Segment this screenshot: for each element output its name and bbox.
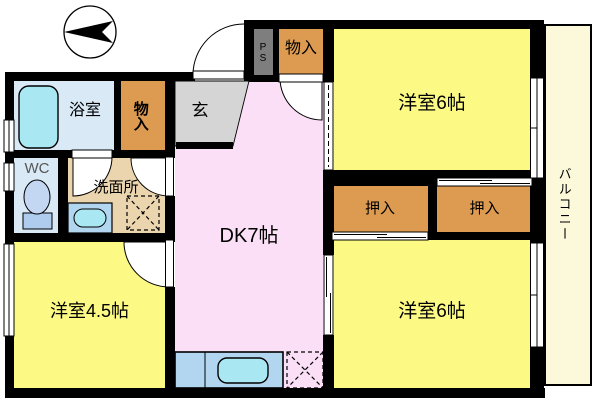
washing-machine-space <box>126 195 160 231</box>
wall-below-wc-row <box>5 233 175 242</box>
wall-closet-left-top <box>332 178 437 186</box>
room-label-washroom: 洗面所 <box>93 179 139 196</box>
wall-main-vert-a <box>165 72 175 158</box>
room-label-wc: WC <box>24 160 50 177</box>
storage-label-entry: 物入 <box>284 40 317 57</box>
closet-right-sliding-door <box>436 177 533 187</box>
storage-label-closet-right: 押入 <box>469 200 500 217</box>
storage-label-closet-left: 押入 <box>364 200 395 217</box>
wall-dk-right-top <box>323 20 334 82</box>
north-arrow-icon <box>63 5 117 59</box>
wall-main-vert-c <box>165 287 175 388</box>
storage-entry-door <box>278 73 324 121</box>
wall-closet-right-bot <box>428 232 532 240</box>
storage-label-hall: 物入 <box>131 101 149 131</box>
genkan-floor <box>174 80 250 149</box>
bath-door <box>71 149 113 197</box>
wall-ps-storage <box>273 29 279 75</box>
entrance-door <box>192 23 245 80</box>
pipe-space-label: PS <box>257 42 269 64</box>
room-west-bottom-area <box>334 240 530 388</box>
washbasin <box>67 202 113 234</box>
washroom-door <box>130 156 174 197</box>
storage-hall-area <box>121 81 165 150</box>
closet-left-area <box>332 186 428 232</box>
bathtub <box>18 85 59 149</box>
room-label-west-bottom: 洋室6帖 <box>398 301 466 322</box>
wall-dk-right-mid <box>323 170 334 255</box>
window-west-bottom <box>530 242 544 348</box>
window-bath <box>3 119 15 153</box>
refrigerator-space <box>286 351 324 389</box>
wall-top-right <box>244 20 532 29</box>
window-wc <box>3 162 15 192</box>
room-label-balcony: バルコニー <box>556 166 572 242</box>
closet-left-sliding-door <box>331 231 429 241</box>
west-top-door <box>323 81 334 171</box>
wall-closet-top <box>323 170 532 178</box>
window-west-top <box>530 77 544 179</box>
room-label-west-small: 洋室4.5帖 <box>49 301 130 321</box>
balcony-area <box>544 24 592 386</box>
pipe-space-area <box>252 29 273 75</box>
kitchen-counter <box>174 351 284 389</box>
west-small-door <box>123 239 174 288</box>
storage-entry-area <box>279 29 323 75</box>
wall-dk-right-bottom <box>323 335 334 398</box>
wall-closet-divider <box>428 178 437 240</box>
wall-entry-connector <box>244 20 254 82</box>
wall-wc-washroom <box>58 158 68 233</box>
room-label-bath: 浴室 <box>68 102 101 119</box>
wall-main-vert-b <box>165 196 175 242</box>
room-label-dk: DK7帖 <box>219 225 279 247</box>
room-label-genkan: 玄 <box>191 101 209 120</box>
wall-bath-storage <box>114 81 121 151</box>
wall-top-left <box>5 72 195 81</box>
west-bottom-sliding-door <box>323 254 334 336</box>
room-label-west-top: 洋室6帖 <box>398 93 466 114</box>
window-west-small <box>3 243 15 337</box>
closet-right-area <box>437 186 532 232</box>
wall-below-ps <box>244 75 280 82</box>
toilet <box>22 179 53 230</box>
room-west-top-area <box>334 29 530 178</box>
wall-bottom-outer <box>5 388 545 398</box>
